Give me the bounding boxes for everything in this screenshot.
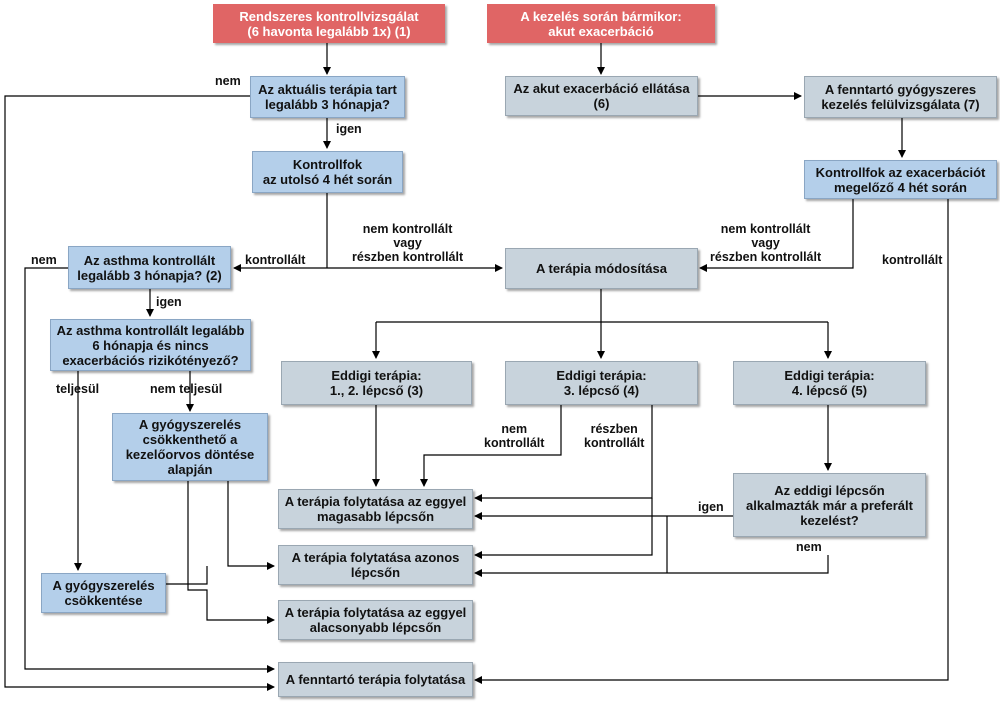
label-kontrollalt-right: kontrollált xyxy=(882,253,943,267)
routine-checkup-box: Rendszeres kontrollvizsgálat (6 havonta … xyxy=(213,4,445,43)
reduction-possible-box: A gyógyszerelés csökkenthető a kezelőorv… xyxy=(112,413,268,481)
step4-box: Eddigi terápia: 4. lépcső (5) xyxy=(733,361,926,405)
preferred-treatment-question: Az eddigi lépcsőn alkalmazták már a pref… xyxy=(733,473,926,537)
label-nem-kontrollalt-step3: nem kontrollált xyxy=(484,422,545,450)
therapy-duration-question: Az aktuális terápia tart legalább 3 hóna… xyxy=(250,76,405,118)
label-nem-controlled3: nem xyxy=(31,253,57,267)
step12-box: Eddigi terápia: 1., 2. lépcső (3) xyxy=(281,361,472,405)
label-kontrollalt-left: kontrollált xyxy=(245,253,306,267)
label-reszben-kontrollalt-step3: részben kontrollált xyxy=(584,422,645,450)
label-teljesul: teljesül xyxy=(56,382,100,396)
continue-higher-step-box: A terápia folytatása az eggyel magasabb … xyxy=(278,489,473,529)
continue-lower-step-box: A terápia folytatása az eggyel alacsonya… xyxy=(278,600,473,640)
label-igen-controlled3: igen xyxy=(156,295,182,309)
label-uncontrolled-right: nem kontrollált vagy részben kontrollált xyxy=(710,222,822,264)
continue-maintenance-box: A fenntartó terápia folytatása xyxy=(278,662,473,697)
therapy-modification-box: A terápia módosítása xyxy=(505,248,698,289)
reduce-medication-box: A gyógyszerelés csökkentése xyxy=(41,573,166,613)
label-igen-preferred: igen xyxy=(698,500,724,514)
control-before-exacerbation-box: Kontrollfok az exacerbációt megelőző 4 h… xyxy=(804,160,997,199)
acute-exacerbation-box: A kezelés során bármikor: akut exacerbác… xyxy=(487,4,715,43)
label-igen-therapy: igen xyxy=(336,122,362,136)
controlled-3months-question: Az asthma kontrollált legalább 3 hónapja… xyxy=(68,246,231,289)
maintenance-review-box: A fenntartó gyógyszeres kezelés felülviz… xyxy=(804,76,997,118)
acute-care-box: Az akut exacerbáció ellátása (6) xyxy=(505,76,698,116)
continue-same-step-box: A terápia folytatása azonos lépcsőn xyxy=(278,545,473,585)
label-nem-therapy: nem xyxy=(215,74,241,88)
label-uncontrolled-left: nem kontrollált vagy részben kontrollált xyxy=(352,222,464,264)
label-nem-preferred: nem xyxy=(796,540,822,554)
control-level-4weeks-box: Kontrollfok az utolsó 4 hét során xyxy=(252,151,403,193)
controlled-6months-question: Az asthma kontrollált legalább 6 hónapja… xyxy=(50,319,251,371)
label-nem-teljesul: nem teljesül xyxy=(150,382,223,396)
step3-box: Eddigi terápia: 3. lépcső (4) xyxy=(505,361,698,405)
